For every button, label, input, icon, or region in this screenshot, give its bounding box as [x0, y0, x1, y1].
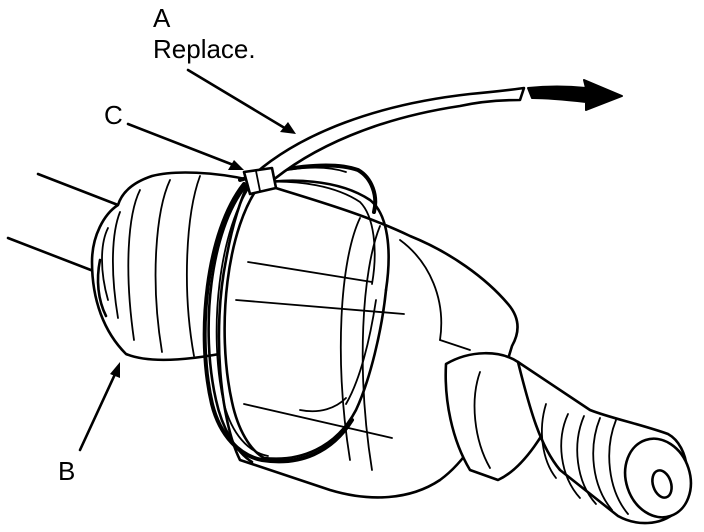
leader-lines [78, 68, 296, 452]
splined-stub [516, 360, 693, 525]
callout-b-letter: B [58, 456, 75, 486]
callout-c-letter: C [104, 100, 123, 130]
housing-rim [207, 179, 390, 464]
axle-shaft [6, 172, 120, 274]
callout-a-note: Replace. [153, 34, 256, 64]
callout-a-letter: A [153, 3, 171, 33]
boot [90, 171, 252, 362]
pull-arrow-icon [527, 79, 623, 111]
band-clip [242, 166, 278, 196]
